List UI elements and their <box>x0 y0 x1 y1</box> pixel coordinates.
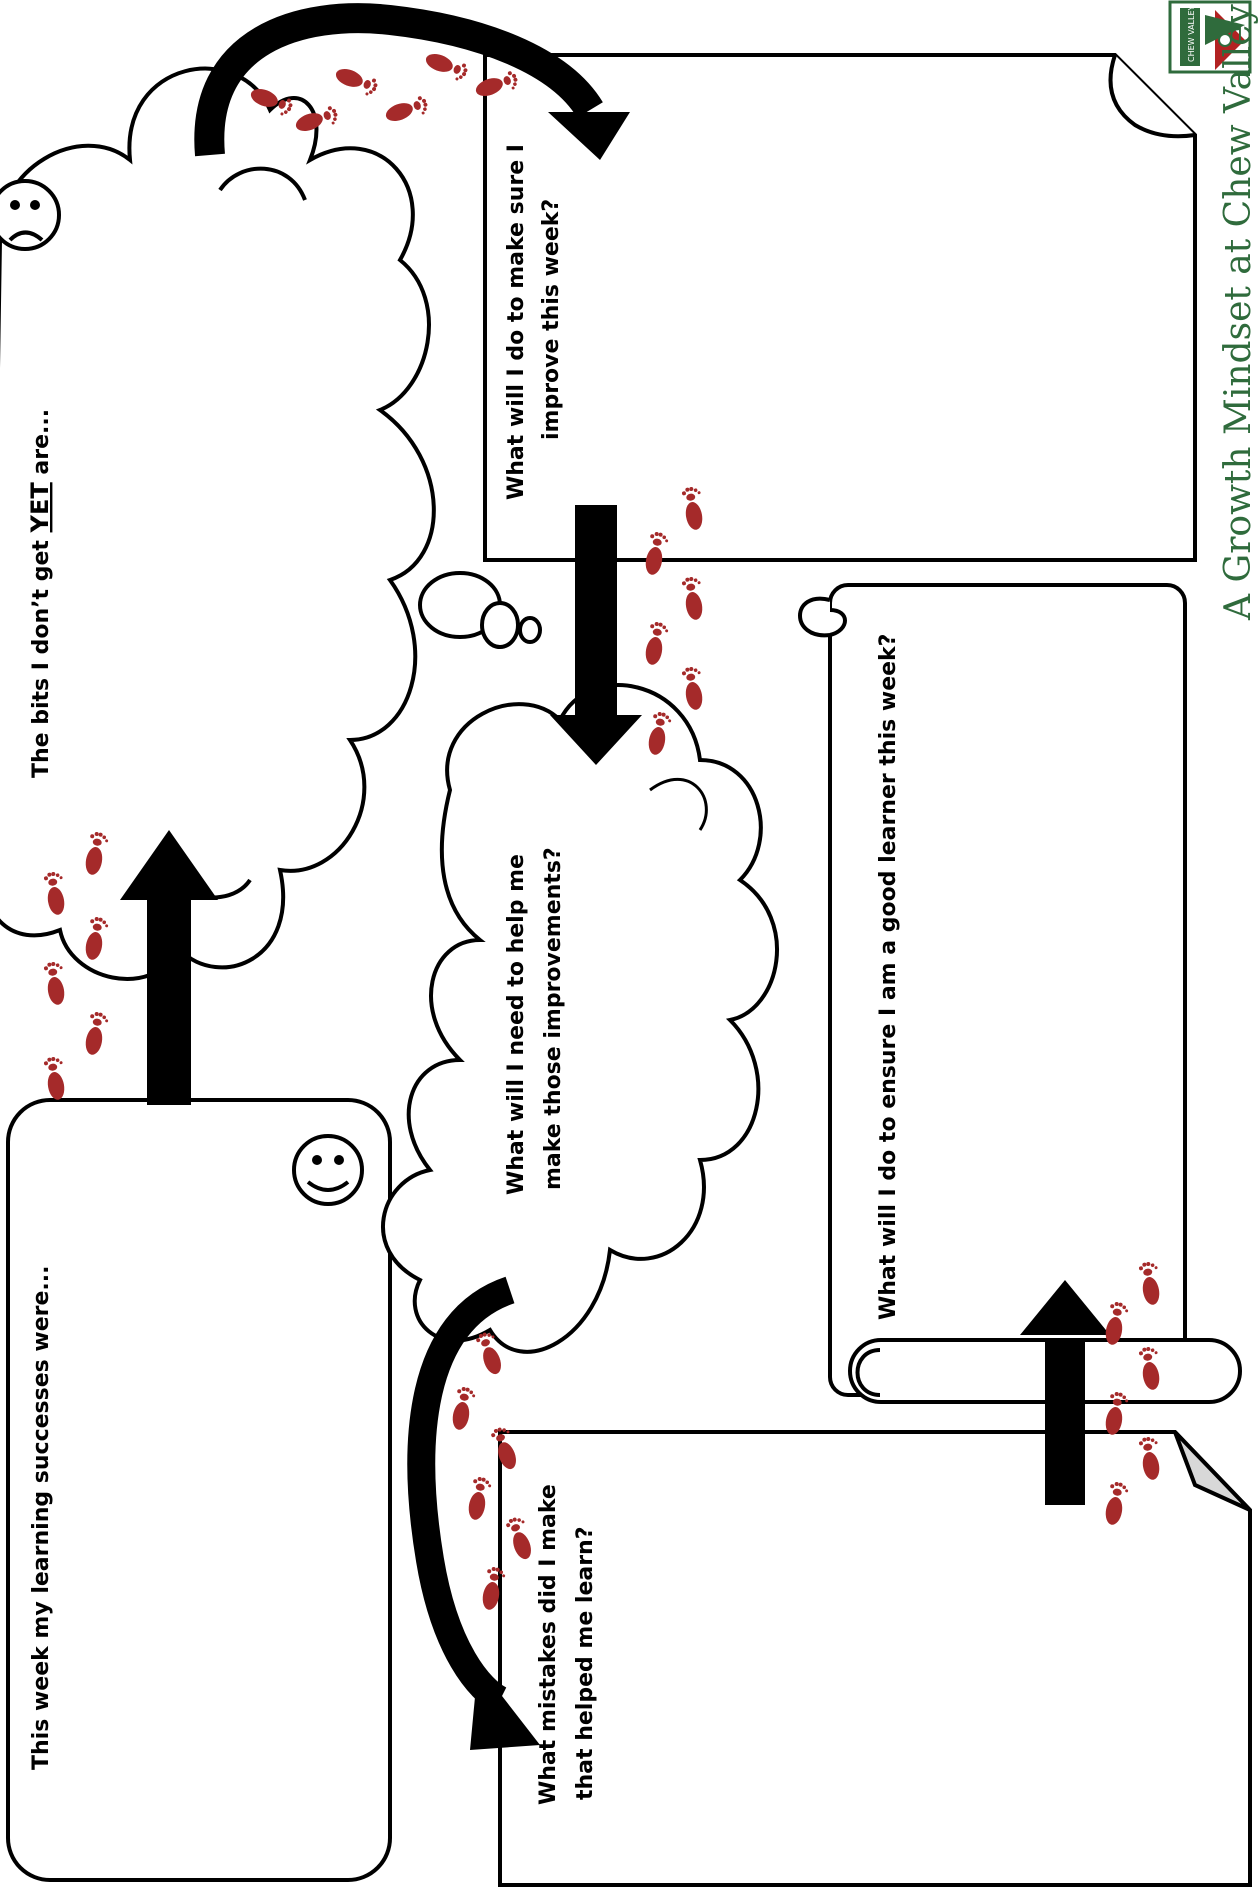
footprint-icon <box>451 1386 477 1432</box>
thought-bubble-medium <box>482 603 518 647</box>
footprint-icon <box>467 1476 493 1522</box>
learner-scroll[interactable] <box>800 585 1240 1402</box>
successes-prompt: This week my learning successes were... <box>29 1266 54 1771</box>
need-thought-cloud[interactable] <box>383 685 777 1352</box>
smiley-face-icon <box>294 1136 362 1204</box>
mistakes-page[interactable] <box>500 1432 1250 1885</box>
footprint-icon <box>644 621 670 667</box>
mistakes-prompt-line1: What mistakes did I make <box>536 1484 561 1805</box>
footprint-icon <box>43 1056 69 1102</box>
sad-face-icon <box>0 181 59 249</box>
footprint-icon <box>43 961 69 1007</box>
need-prompt-line2: make those improvements? <box>541 847 566 1190</box>
footprint-icon <box>84 1011 110 1057</box>
footprint-icon <box>681 666 707 712</box>
thought-bubble-small <box>520 618 540 642</box>
yet-thought-cloud[interactable] <box>0 69 434 979</box>
footprint-icon <box>423 51 470 83</box>
improve-prompt-line1: What will I do to make sure I <box>504 144 529 500</box>
improve-prompt-line2: improve this week? <box>539 199 564 440</box>
successes-box[interactable] <box>8 1100 390 1880</box>
footprint-icon <box>383 95 430 127</box>
yet-prompt: The bits I don’t get YET are... <box>26 409 54 778</box>
footprint-icon <box>333 66 380 98</box>
learner-prompt: What will I do to ensure I am a good lea… <box>876 634 901 1320</box>
footprint-icon <box>681 576 707 622</box>
mistakes-prompt-line2: that helped me learn? <box>573 1527 598 1801</box>
need-prompt-line1: What will I need to help me <box>504 854 529 1195</box>
logo-label: CHEW VALLEY <box>1187 5 1196 62</box>
brand-footer-text: A Growth Mindset at Chew Valley <box>1218 4 1259 621</box>
